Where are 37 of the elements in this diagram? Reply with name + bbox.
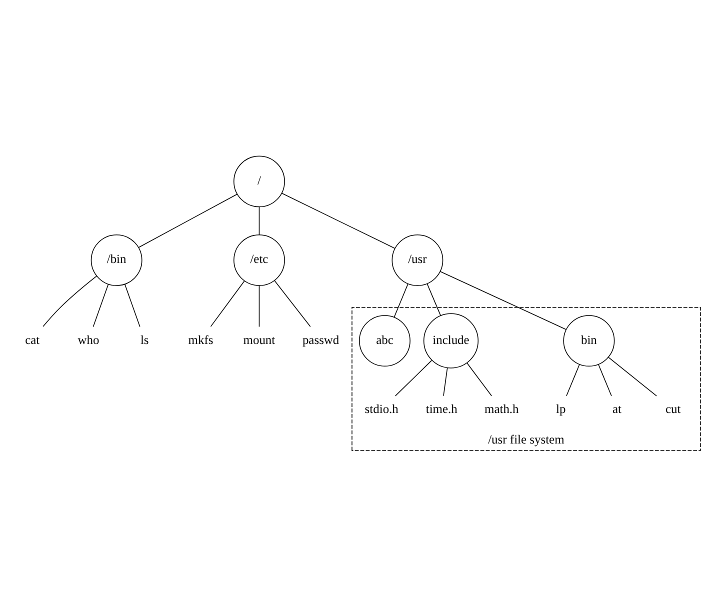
- connector: [394, 360, 432, 396]
- connector: [282, 192, 396, 248]
- node-circle: /usr: [392, 234, 444, 286]
- connector: [598, 364, 612, 396]
- connector: [443, 367, 448, 396]
- node-text: math.h: [484, 402, 519, 416]
- node-circle: bin: [563, 314, 615, 366]
- connector: [426, 282, 441, 316]
- node-text: who: [78, 332, 100, 346]
- connector: [258, 206, 260, 235]
- node-text: passwd: [302, 332, 340, 346]
- node-text: mount: [243, 332, 276, 346]
- node-circle: abc: [359, 314, 410, 366]
- node-text: stdio.h: [364, 402, 398, 416]
- connector: [210, 280, 245, 326]
- connector: [274, 280, 311, 327]
- connector: [42, 275, 98, 326]
- node-circle: /bin: [90, 234, 142, 286]
- node-circle: /etc: [234, 234, 285, 286]
- node-circle: include: [423, 312, 479, 368]
- node-text: ls: [140, 332, 149, 346]
- node-text: time.h: [426, 402, 458, 416]
- node-text: cut: [666, 402, 681, 416]
- node-text: cat: [25, 332, 40, 346]
- node-text: mkfs: [188, 332, 214, 346]
- connector: [566, 364, 580, 396]
- connector: [138, 193, 238, 248]
- node-circle: /: [234, 155, 285, 207]
- connector: [440, 270, 566, 330]
- connector: [394, 282, 408, 318]
- node-text: lp: [556, 402, 566, 416]
- connector: [466, 362, 492, 396]
- connector: [608, 356, 657, 396]
- connector: [258, 284, 260, 327]
- connector: [92, 283, 109, 327]
- node-text: at: [612, 402, 622, 416]
- connector: [124, 283, 140, 327]
